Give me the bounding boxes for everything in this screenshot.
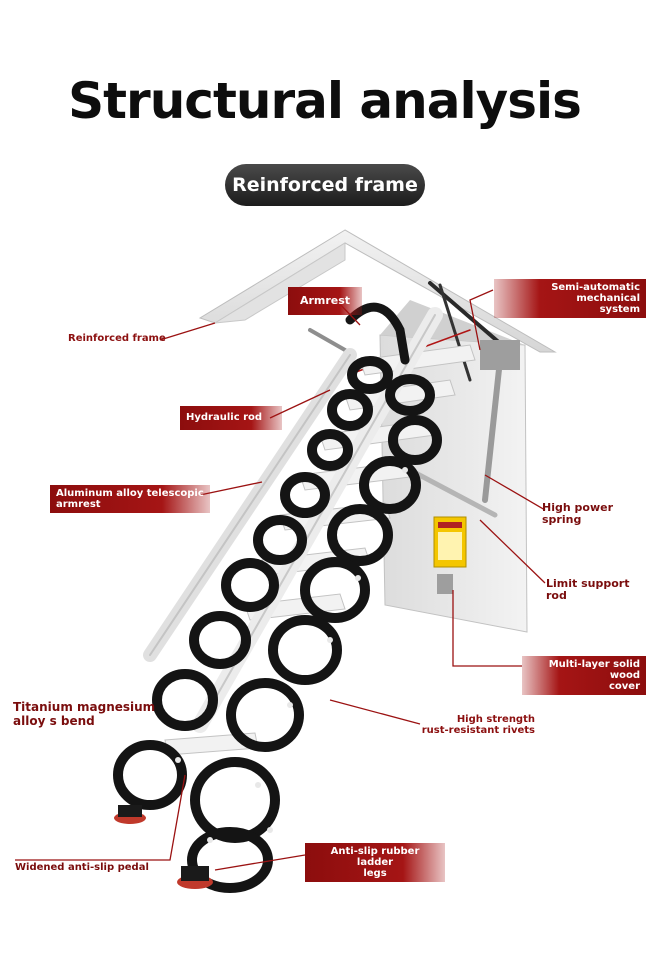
rivets-label: High strength rust-resistant rivets <box>421 714 535 736</box>
limit-support-rod-label: Limit support rod <box>546 577 630 602</box>
titanium-bend-label: Titanium magnesium alloy s bend <box>13 700 156 728</box>
spring-bracket <box>480 340 520 370</box>
scissor-rings <box>113 356 442 893</box>
hydraulic-rod-mount <box>308 328 347 352</box>
semi-automatic-system-label: Semi-automatic mechanical system <box>494 279 646 318</box>
hydraulic-rod-label: Hydraulic rod <box>180 406 282 430</box>
rubber-legs-label: Anti-slip rubber ladder legs <box>305 843 445 882</box>
reinforced-frame-badge: Reinforced frame <box>225 164 425 206</box>
page-title: Structural analysis <box>68 72 582 130</box>
mechanical-arm-2 <box>438 283 472 382</box>
rivets <box>175 467 408 843</box>
rubber-ladder-legs <box>114 805 213 889</box>
leader-lines <box>15 289 546 871</box>
limit-support-rod <box>407 467 498 518</box>
cover-hinge <box>437 574 453 594</box>
frame-left-side <box>214 242 346 324</box>
aluminum-armrest-label: Aluminum alloy telescopic armrest <box>50 485 210 513</box>
armrest-label: Armrest <box>288 287 362 315</box>
multi-layer-cover-label: Multi-layer solid wood cover <box>522 656 646 695</box>
reinforced-frame-label: Reinforced frame <box>68 333 166 344</box>
high-power-spring-label: High power spring <box>542 501 613 526</box>
warning-sticker-icon <box>433 516 467 568</box>
widened-pedal-label: Widened anti-slip pedal <box>15 862 149 873</box>
